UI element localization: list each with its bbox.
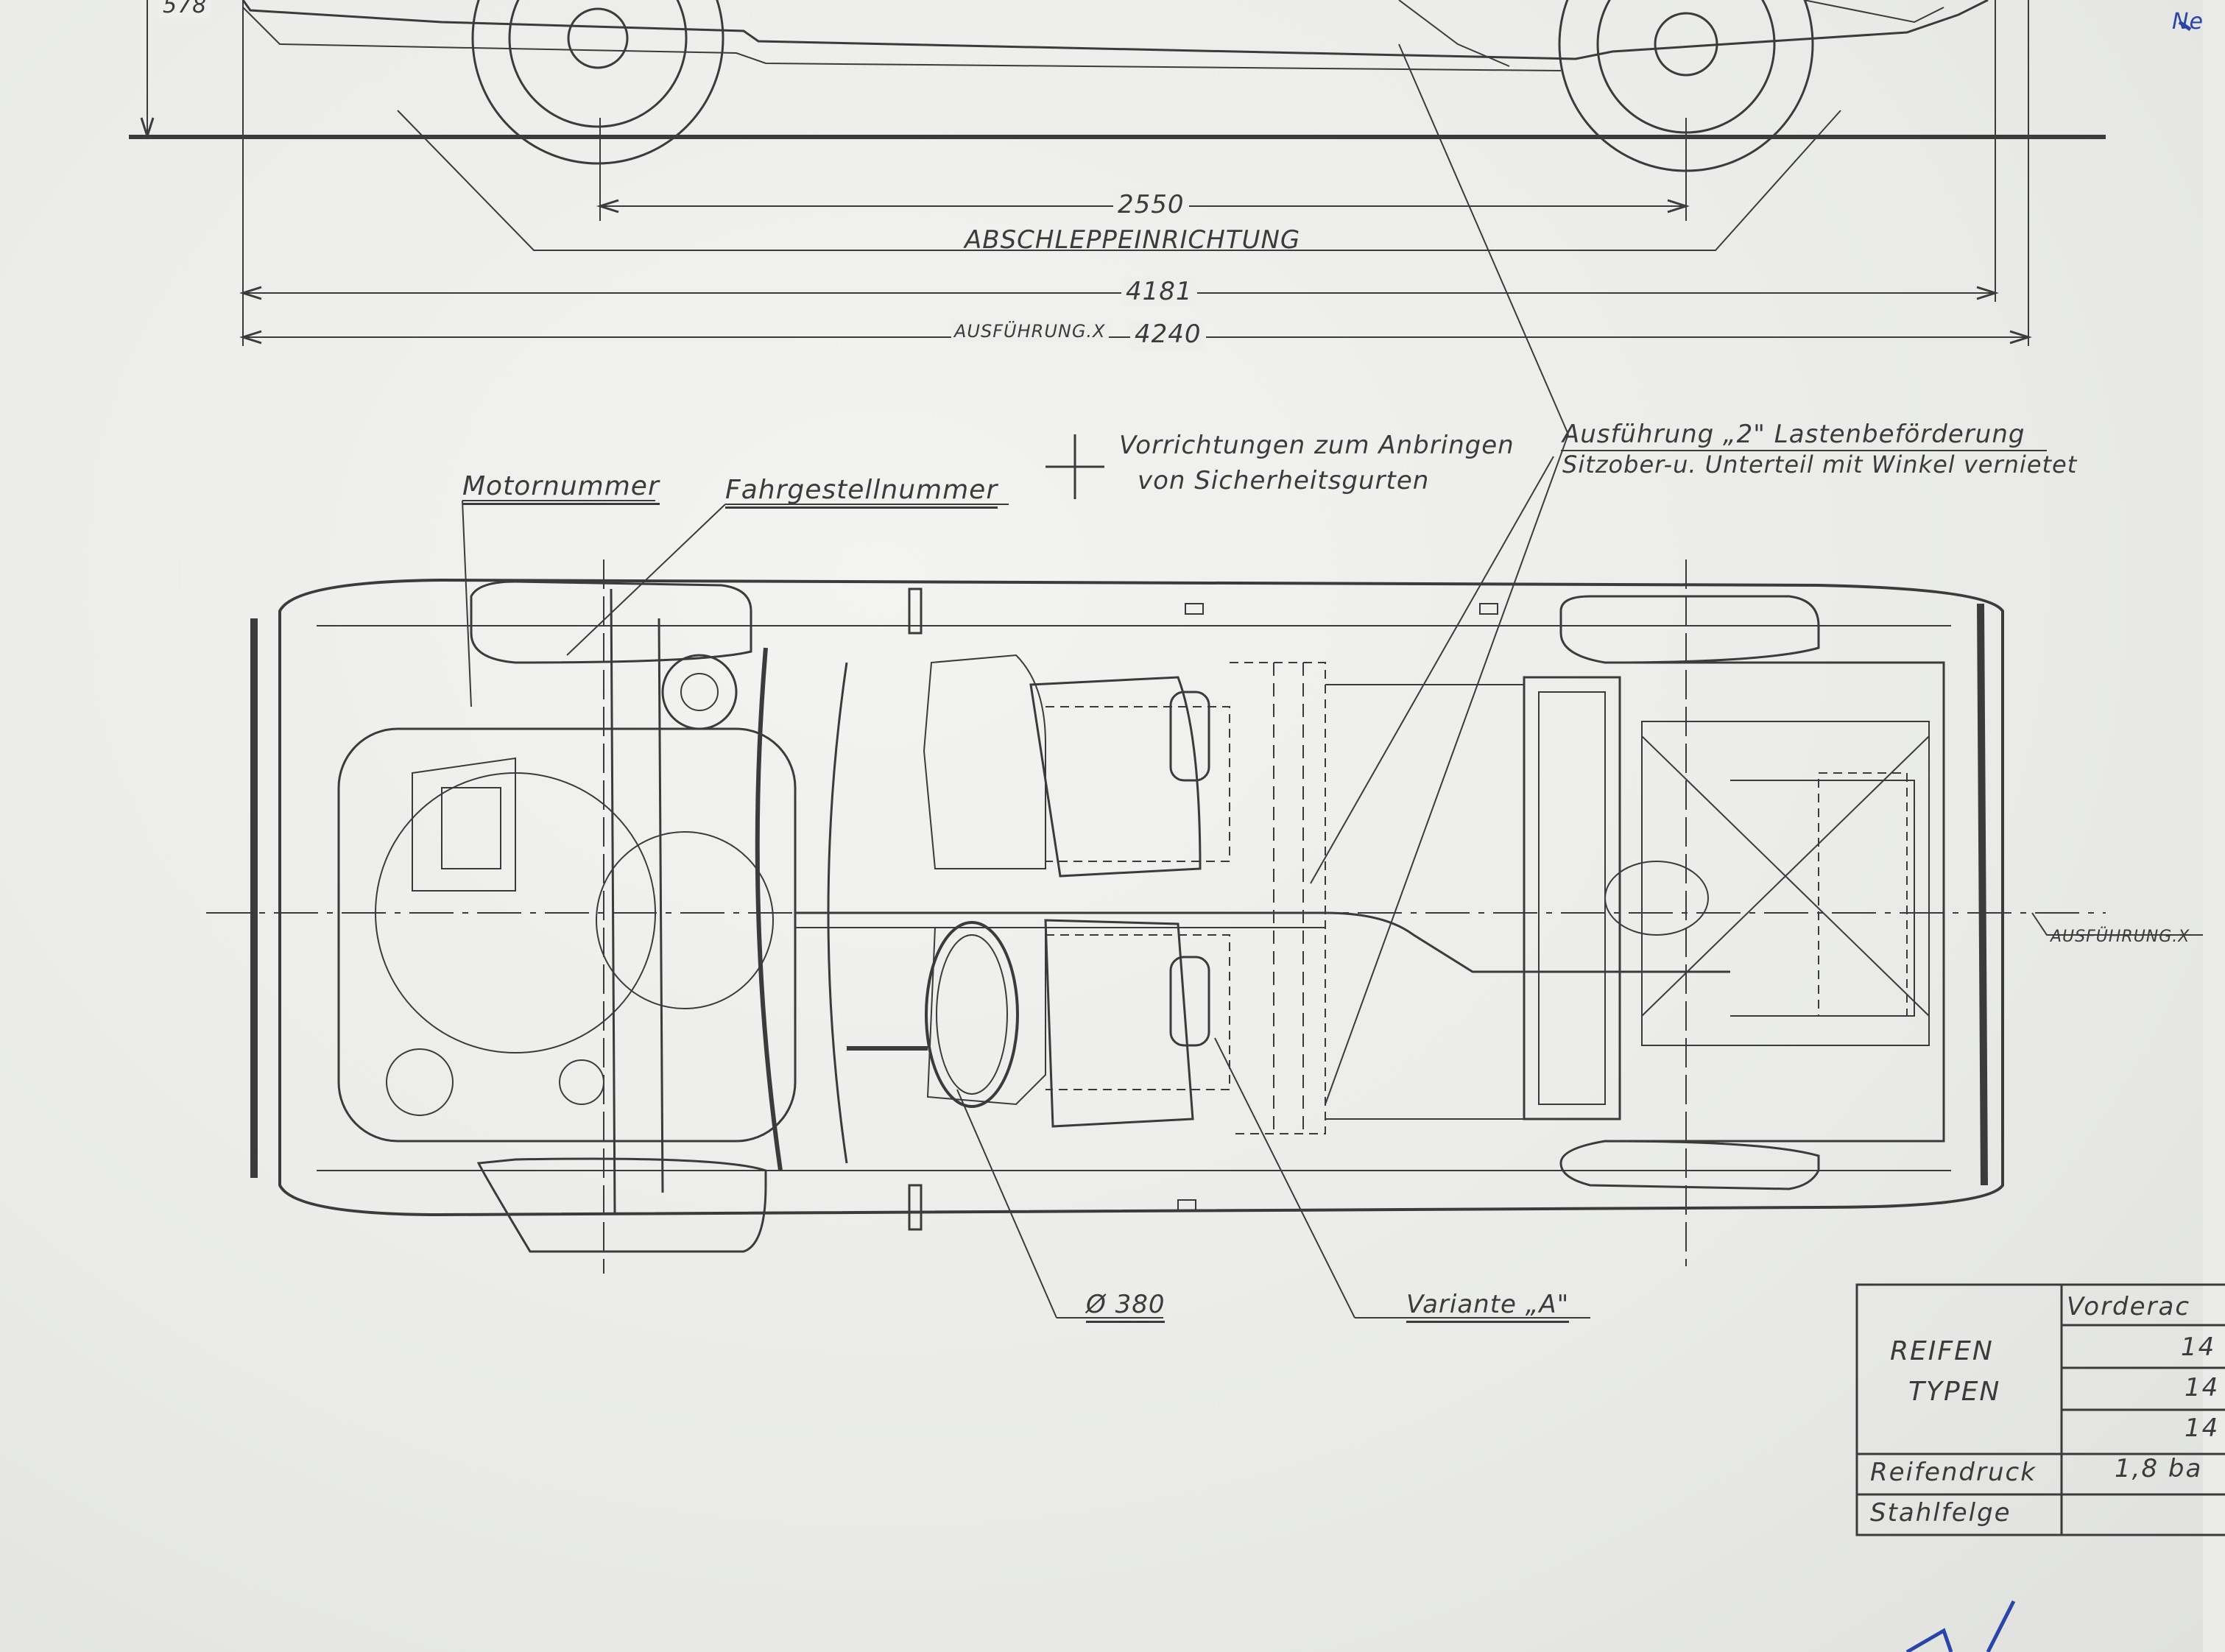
track-top-value: 578 [158, 0, 212, 18]
tire-table-title-line1: REIFEN [1890, 1336, 1994, 1366]
steering-wheel [925, 921, 1019, 1108]
blue-pen-marks [1905, 20, 2192, 1652]
wheelbase-label: 2550 [1113, 190, 1189, 219]
cargo-variant-line1: Ausführung „2" Lastenbeförderung [1562, 420, 2025, 449]
tire-table-title-line2: TYPEN [1908, 1377, 2001, 1407]
chassis-number-label: Fahrgestellnummer [725, 475, 998, 509]
belt-anchor-symbol [1045, 434, 1104, 499]
top-view-car [206, 560, 2106, 1274]
rear-variant-x-label: AUSFÜHRUNG.X [2051, 928, 2190, 946]
tire-pressure-value: 1,8 ba [2115, 1454, 2203, 1483]
corner-note: Ne [2172, 9, 2204, 35]
towing-trapezoid [397, 110, 1841, 251]
tire-pressure-label: Reifendruck [1870, 1458, 2037, 1487]
towing-label: ABSCHLEPPEINRICHTUNG [965, 225, 1301, 255]
tire-table-grid [1855, 1283, 2225, 1536]
steel-rim-label: Stahlfelge [1870, 1498, 2011, 1528]
tire-table-row: 14 [2185, 1413, 2220, 1443]
length-label: 4181 [1121, 277, 1197, 306]
tire-table: REIFEN TYPEN Vorderac 14 14 14 Reifendru… [1857, 1285, 2225, 1535]
belt-anchors-line2: von Sicherheitsgurten [1138, 466, 1430, 495]
belt-anchors-line1: Vorrichtungen zum Anbringen [1119, 431, 1515, 460]
variant-a-label: Variante „A" [1406, 1290, 1570, 1323]
variant-x-label: AUSFÜHRUNG.X [951, 321, 1109, 342]
variant-x-length: 4240 [1130, 320, 1206, 349]
motor-number-label: Motornummer [462, 471, 660, 505]
tire-table-col-header: Vorderac [2067, 1292, 2191, 1321]
tire-table-row: 14 [2181, 1332, 2216, 1362]
tire-table-row: 14 [2185, 1373, 2220, 1402]
steering-wheel-diameter-label: Ø 380 [1086, 1290, 1166, 1323]
cargo-variant-line2: Sitzober-u. Unterteil mit Winkel verniet… [1562, 451, 2078, 479]
side-view-car [241, 0, 1989, 172]
